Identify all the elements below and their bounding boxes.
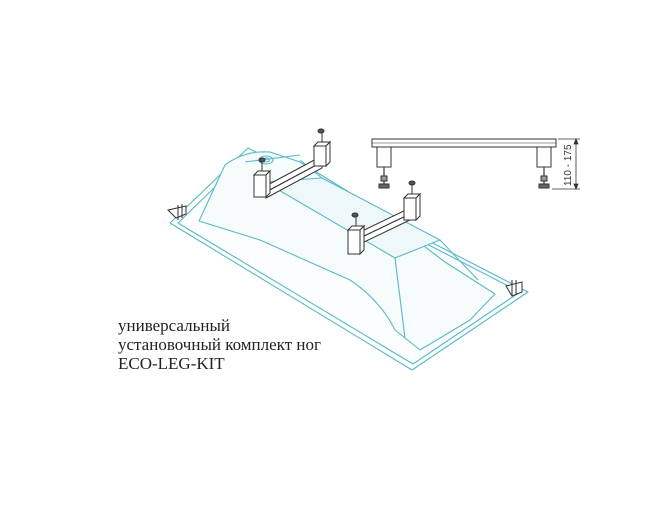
height-dimension bbox=[552, 137, 580, 191]
leg-frame-side-view bbox=[371, 138, 557, 189]
rim-bracket-left bbox=[167, 204, 187, 220]
leg-frame-lower bbox=[346, 180, 422, 256]
caption-line-2: установочный комплект ног bbox=[118, 335, 321, 354]
height-dimension-label: 110 - 175 bbox=[563, 144, 574, 186]
leg-frame-upper bbox=[252, 128, 332, 199]
caption: универсальный установочный комплект ног … bbox=[118, 316, 321, 373]
caption-line-1: универсальный bbox=[118, 316, 230, 335]
caption-line-3: ECO-LEG-KIT bbox=[118, 354, 225, 373]
bathtub-drawing bbox=[169, 147, 529, 371]
bathtub-body bbox=[198, 151, 496, 351]
rim-bracket-right bbox=[505, 280, 523, 297]
